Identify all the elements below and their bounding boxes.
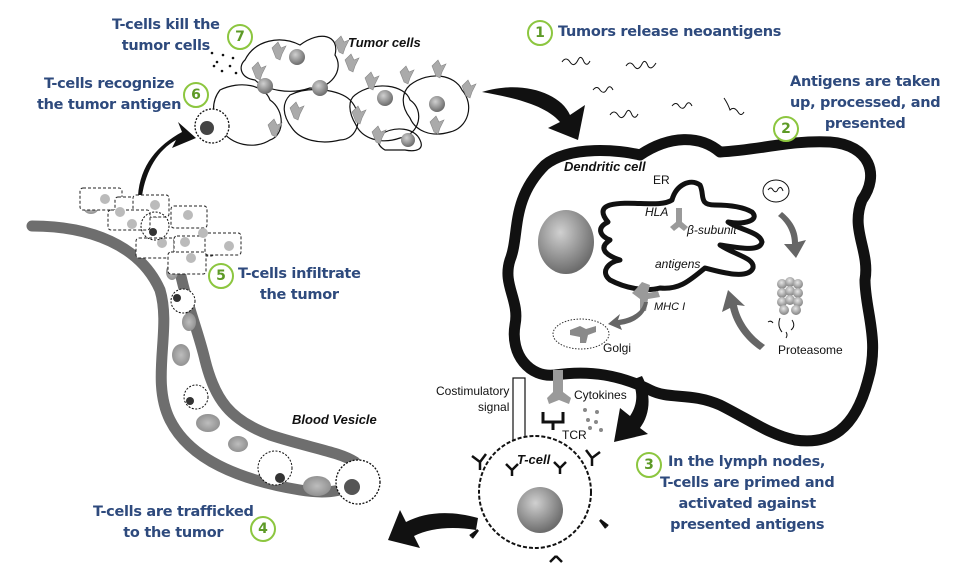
engulfed-antigen-vesicle — [762, 179, 790, 203]
arrow-tcell-to-vessel — [388, 510, 478, 548]
step-1-line: Tumors release neoantigens — [558, 24, 782, 40]
step-2-line: presented — [824, 116, 906, 132]
tumor-cells-cluster — [212, 35, 470, 152]
golgi-mhc-icon — [570, 326, 596, 343]
arrow-dendritic-to-tcell — [614, 376, 649, 442]
step-4-text: T-cells are trafficked to the tumor — [93, 502, 254, 544]
arrow-tumor-to-dendritic — [482, 87, 585, 140]
step-1-text: Tumors release neoantigens — [558, 22, 781, 43]
costimulatory-receptor — [512, 377, 526, 445]
endoplasmic-reticulum — [598, 179, 765, 293]
red-blood-cells — [84, 204, 331, 496]
step-3-line: T-cells are primed and — [660, 475, 835, 491]
blood-vessel — [26, 220, 361, 498]
mhc-i-molecule-icon — [632, 282, 660, 311]
dendritic-cell-membrane — [502, 134, 879, 447]
label-cytokines: Cytokines — [574, 388, 627, 402]
step-7-line: T-cells kill the — [112, 17, 220, 33]
step-7-badge: 7 — [227, 24, 253, 50]
label-tcr: TCR — [562, 428, 587, 442]
engulfed-antigen — [767, 186, 784, 193]
label-tumor-cells: Tumor cells — [348, 35, 421, 50]
step-3-line: activated against — [678, 496, 816, 512]
tumor-nuclei — [257, 49, 445, 147]
neoantigens — [561, 56, 745, 119]
arrow-proteasome-to-er — [722, 290, 765, 350]
step-5-badge: 5 — [208, 263, 234, 289]
cytokine-dots — [583, 408, 603, 432]
label-er: ER — [653, 173, 670, 187]
circulating-t-cells — [170, 288, 381, 505]
step-6-line: T-cells recognize — [43, 76, 175, 92]
step-5-line: the tumor — [259, 287, 339, 303]
step-1-badge: 1 — [527, 20, 553, 46]
label-dendritic-cell: Dendritic cell — [564, 159, 646, 174]
killed-tumor-debris — [210, 51, 238, 75]
hla-molecule-icon — [670, 208, 688, 231]
step-6-line: the tumor antigen — [37, 97, 182, 113]
step-2-text: Antigens are taken up, processed, and pr… — [790, 72, 941, 135]
tumor-antigen-receptors — [251, 35, 477, 145]
arrow-infiltration-to-recognition — [138, 122, 196, 196]
tcr-receptor-icon — [541, 412, 565, 430]
label-hla: HLA — [645, 205, 669, 219]
step-5-line: T-cells infiltrate — [238, 266, 361, 282]
step-4-badge: 4 — [250, 516, 276, 542]
label-antigens: antigens — [655, 257, 701, 271]
step-4-line: to the tumor — [123, 525, 224, 541]
label-signal: signal — [478, 400, 510, 414]
step-3-line: In the lymph nodes, — [668, 454, 826, 470]
step-3-text: In the lymph nodes, T-cells are primed a… — [660, 452, 835, 536]
label-beta-subunit: β-subunit — [687, 223, 737, 237]
arrow-antigen-to-proteasome — [778, 212, 806, 258]
step-2-line: Antigens are taken — [790, 74, 941, 90]
step-6-text: T-cells recognize the tumor antigen — [37, 74, 181, 116]
step-4-line: T-cells are trafficked — [93, 504, 254, 520]
step-7-line: tumor cells — [121, 38, 211, 54]
arrow-mhc-to-golgi — [608, 302, 648, 330]
step-3-badge: 3 — [636, 452, 662, 478]
label-golgi: Golgi — [603, 341, 632, 355]
label-blood-vessel: Blood Vesicle — [292, 412, 377, 427]
infiltrating-t-cell-nucleus — [149, 228, 157, 236]
mhc-tcr-complex — [547, 370, 571, 404]
tissue-nuclei — [100, 194, 234, 263]
t-cell-receptors — [469, 449, 609, 563]
step-5-text: T-cells infiltrate the tumor — [238, 264, 361, 306]
proteasome-icon — [777, 277, 803, 315]
label-t-cell: T-cell — [517, 452, 551, 467]
label-proteasome: Proteasome — [778, 343, 843, 357]
label-mhc-i: MHC I — [654, 301, 686, 313]
peptide-fragments — [767, 317, 795, 339]
t-cell-at-tumor — [194, 108, 230, 144]
label-costimulatory: Costimulatory — [436, 384, 510, 398]
step-2-line: up, processed, and — [790, 95, 941, 111]
step-6-badge: 6 — [183, 82, 209, 108]
step-3-line: presented antigens — [670, 517, 825, 533]
dendritic-nucleus — [538, 210, 594, 274]
step-2-badge: 2 — [773, 116, 799, 142]
golgi-apparatus — [552, 318, 610, 350]
infiltrating-t-cell — [140, 211, 170, 241]
step-7-text: T-cells kill the tumor cells — [112, 15, 220, 57]
